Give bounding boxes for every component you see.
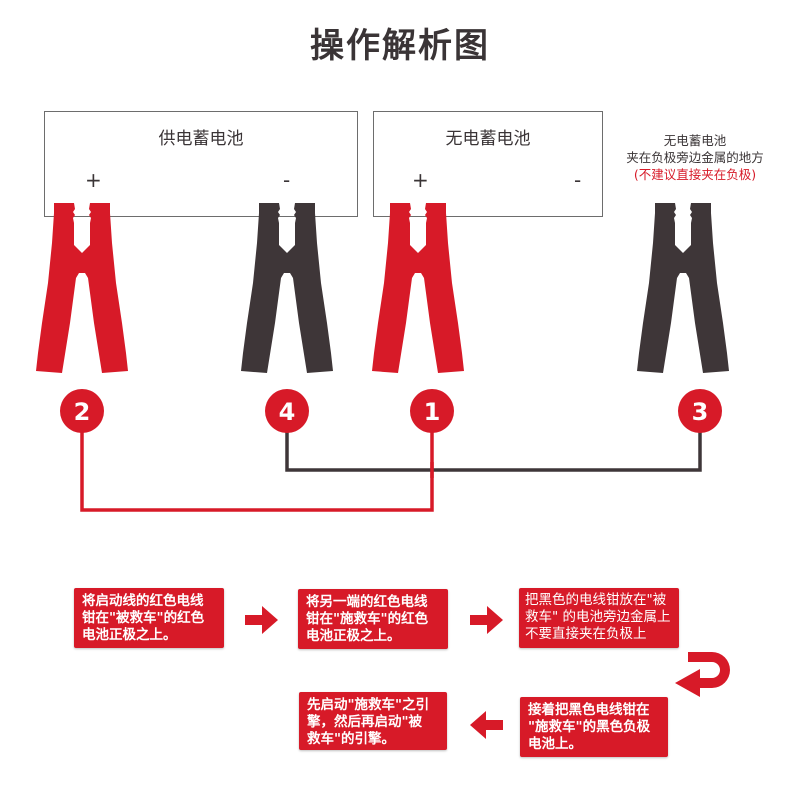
arrow-left-icon	[470, 711, 503, 739]
step-4-box: 接着把黑色电线钳在 "施救车"的黑色负极 电池上。	[520, 697, 668, 757]
step-4-line-1: 接着把黑色电线钳在	[528, 702, 650, 718]
step-4-line-2: "施救车"的黑色负极	[528, 719, 651, 735]
dead-battery-label: 无电蓄电池	[445, 129, 531, 149]
step-1-line-3: 电池正极之上。	[82, 627, 177, 643]
red-clamp-1	[372, 203, 464, 373]
step-3-line-3: 不要直接夹在负极上	[525, 626, 647, 642]
badge-2: 2	[60, 389, 104, 433]
arrow-right-icon	[470, 606, 503, 634]
u-turn-arrow-icon	[675, 652, 730, 697]
supply-battery: 供电蓄电池 + -	[44, 111, 358, 217]
step-5-line-2: 擎，然后再启动"被	[307, 714, 423, 730]
badge-4: 4	[265, 389, 309, 433]
badge-4-number: 4	[279, 398, 296, 426]
note-line-1: 无电蓄电池	[663, 133, 727, 148]
badge-1-number: 1	[424, 398, 441, 426]
step-1-line-2: 钳在"被救车"的红色	[82, 610, 205, 626]
supply-negative-terminal: -	[283, 168, 291, 192]
step-2-line-2: 钳在"施救车"的红色	[306, 611, 429, 627]
dead-positive-terminal: +	[412, 168, 429, 192]
note-line-2: 夹在负极旁边金属的地方	[626, 150, 764, 165]
dead-negative-terminal: -	[574, 168, 582, 192]
black-cable	[285, 430, 702, 472]
note-warning: (不建议直接夹在负极)	[633, 167, 757, 182]
dead-battery: 无电蓄电池 + -	[373, 111, 603, 217]
step-5-box: 先启动"施救车"之引 擎，然后再启动"被 救车"的引擎。	[299, 692, 447, 750]
badge-3-number: 3	[692, 398, 709, 426]
step-2-line-3: 电池正极之上。	[306, 628, 401, 644]
step-1-line-1: 将启动线的红色电线	[82, 593, 204, 609]
step-3-line-2: 救车" 的电池旁边金属上	[525, 609, 671, 625]
step-2-box: 将另一端的红色电线 钳在"施救车"的红色 电池正极之上。	[298, 589, 448, 649]
step-2-line-1: 将另一端的红色电线	[306, 594, 428, 610]
page-title: 操作解析图	[310, 26, 490, 66]
ground-note: 无电蓄电池 夹在负极旁边金属的地方 (不建议直接夹在负极)	[600, 132, 790, 183]
step-3-box: 把黑色的电线钳放在"被 救车" 的电池旁边金属上 不要直接夹在负极上	[519, 588, 679, 648]
supply-positive-terminal: +	[85, 168, 102, 192]
step-3-line-1: 把黑色的电线钳放在"被	[525, 592, 667, 608]
step-1-box: 将启动线的红色电线 钳在"被救车"的红色 电池正极之上。	[74, 588, 224, 648]
black-clamp-4	[241, 203, 333, 373]
red-clamp-2	[36, 203, 128, 373]
arrow-right-icon	[245, 606, 278, 634]
step-4-line-3: 电池上。	[528, 736, 582, 752]
step-5-line-3: 救车"的引擎。	[307, 731, 396, 747]
supply-battery-label: 供电蓄电池	[158, 129, 244, 149]
badge-2-number: 2	[74, 398, 91, 426]
badge-3: 3	[678, 389, 722, 433]
black-clamp-3	[637, 203, 729, 373]
step-5-line-1: 先启动"施救车"之引	[307, 697, 430, 713]
badge-1: 1	[410, 389, 454, 433]
